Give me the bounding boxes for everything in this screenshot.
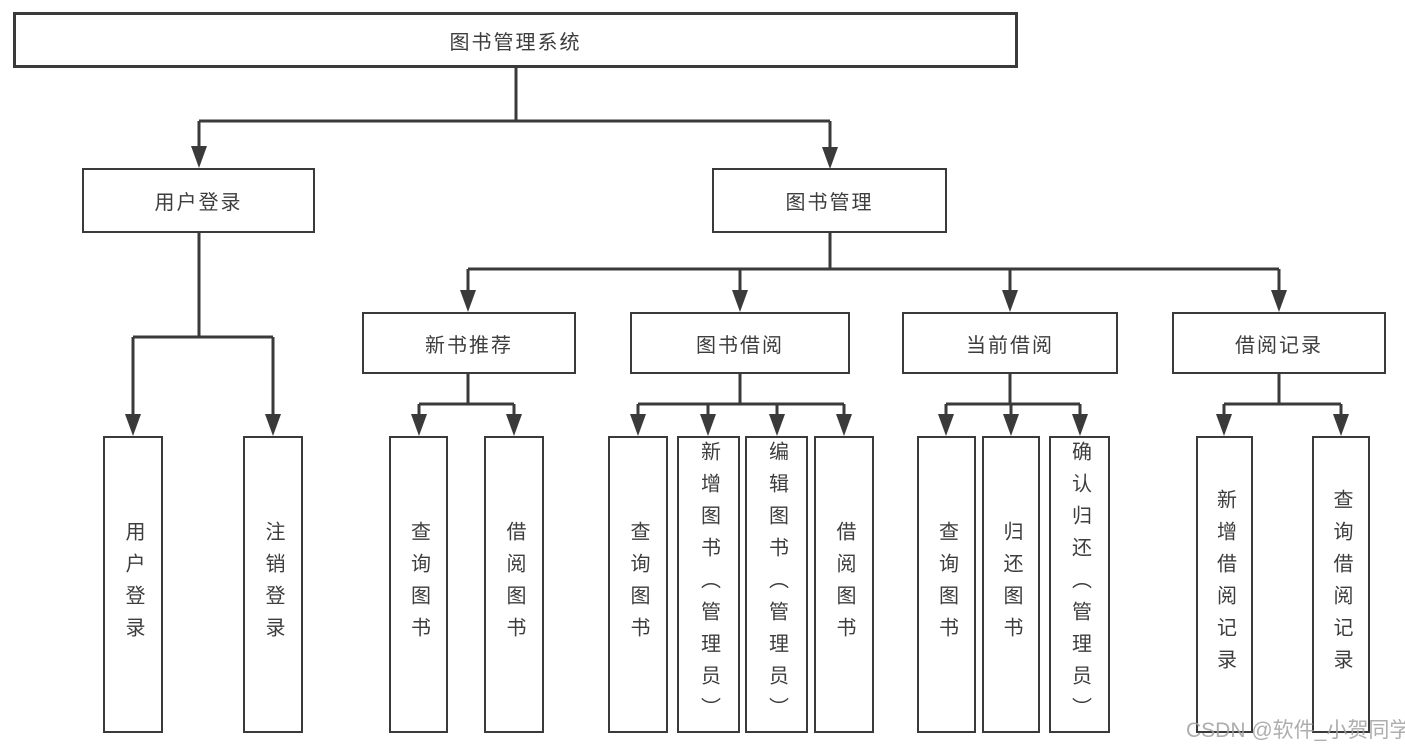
leaf-records-add-record-label: 新增借阅记录 xyxy=(1213,488,1236,681)
connector-new-book-recommend-children xyxy=(411,374,522,436)
leaf-current-confirm-return: 确认归还（管理员） xyxy=(1049,436,1110,733)
node-root-label: 图书管理系统 xyxy=(449,31,582,54)
leaf-current-confirm-return-label: 确认归还（管理员） xyxy=(1068,440,1091,729)
leaf-borrow-add-books: 新增图书（管理员） xyxy=(677,436,740,733)
leaf-recommend-query-books: 查询图书 xyxy=(389,436,448,733)
leaf-logout-login: 注销登录 xyxy=(243,436,303,733)
leaf-records-query-record-label: 查询借阅记录 xyxy=(1330,488,1352,681)
leaf-current-return-books-label: 归还图书 xyxy=(1000,520,1022,649)
connector-root-to-level2 xyxy=(191,68,838,169)
node-root: 图书管理系统 xyxy=(13,12,1018,68)
connector-user-login-children xyxy=(125,233,281,436)
node-borrow-records: 借阅记录 xyxy=(1172,312,1386,374)
node-new-book-recommend: 新书推荐 xyxy=(362,312,576,374)
connector-borrow-records-children xyxy=(1216,374,1349,436)
node-new-book-recommend-label: 新书推荐 xyxy=(425,334,513,357)
node-book-borrow: 图书借阅 xyxy=(630,312,850,374)
leaf-borrow-query-books-label: 查询图书 xyxy=(627,520,649,649)
leaf-borrow-edit-books-label: 编辑图书（管理员） xyxy=(765,440,788,729)
node-borrow-records-label: 借阅记录 xyxy=(1235,334,1323,357)
leaf-recommend-borrow-books-label: 借阅图书 xyxy=(503,520,525,649)
leaf-borrow-borrow-books: 借阅图书 xyxy=(814,436,874,733)
leaf-records-add-record: 新增借阅记录 xyxy=(1196,436,1253,733)
leaf-current-query-books-label: 查询图书 xyxy=(935,520,958,649)
node-book-management: 图书管理 xyxy=(712,168,947,233)
leaf-recommend-query-books-label: 查询图书 xyxy=(407,520,430,649)
node-user-login: 用户登录 xyxy=(82,168,315,233)
node-book-management-label: 图书管理 xyxy=(785,192,874,214)
connector-book-management-children xyxy=(460,233,1287,312)
leaf-user-login: 用户登录 xyxy=(103,436,163,733)
leaf-current-return-books: 归还图书 xyxy=(982,436,1040,733)
leaf-borrow-edit-books: 编辑图书（管理员） xyxy=(745,436,808,733)
leaf-borrow-query-books: 查询图书 xyxy=(608,436,668,733)
leaf-current-query-books: 查询图书 xyxy=(917,436,976,733)
leaf-user-login-label: 用户登录 xyxy=(122,520,144,649)
connector-book-borrow-children xyxy=(630,374,852,436)
leaf-logout-login-label: 注销登录 xyxy=(262,520,284,649)
csdn-watermark: CSDN @软件_小贺同学 xyxy=(1186,719,1405,742)
leaf-recommend-borrow-books: 借阅图书 xyxy=(484,436,544,733)
connector-current-borrow-children xyxy=(938,374,1088,436)
node-current-borrow: 当前借阅 xyxy=(902,312,1118,374)
node-book-borrow-label: 图书借阅 xyxy=(696,334,784,357)
leaf-records-query-record: 查询借阅记录 xyxy=(1312,436,1370,733)
leaf-borrow-add-books-label: 新增图书（管理员） xyxy=(697,440,720,729)
node-user-login-label: 用户登录 xyxy=(154,192,243,214)
node-current-borrow-label: 当前借阅 xyxy=(966,334,1054,357)
leaf-borrow-borrow-books-label: 借阅图书 xyxy=(833,520,855,649)
